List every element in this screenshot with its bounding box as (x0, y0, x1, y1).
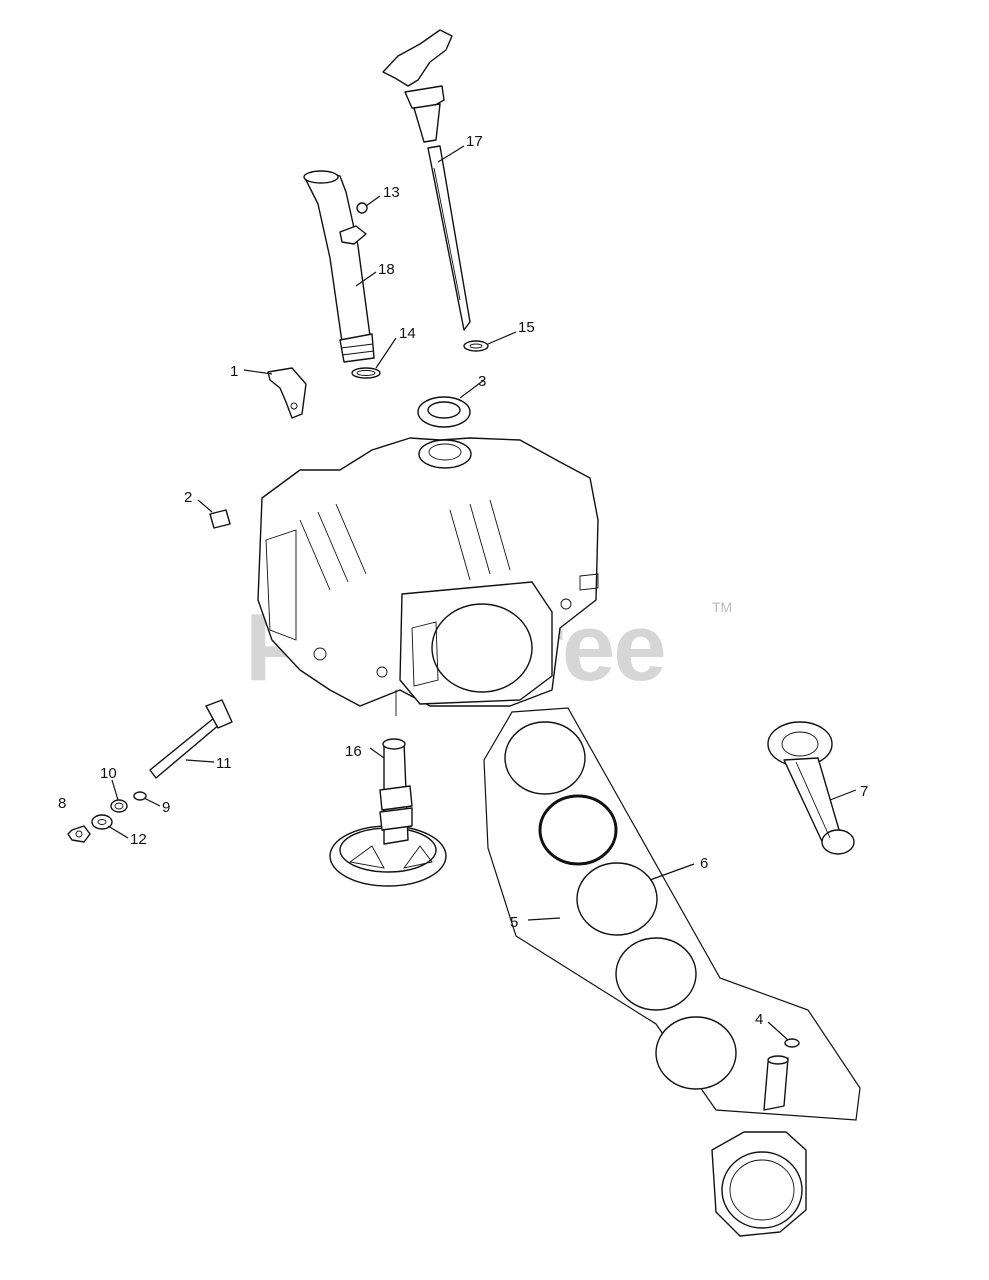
callout-10[interactable]: 10 (100, 765, 117, 782)
callout-4[interactable]: 4 (755, 1011, 763, 1028)
dowel-2[interactable] (209, 509, 231, 529)
callout-2[interactable]: 2 (184, 489, 192, 506)
callout-5[interactable]: 5 (510, 914, 518, 931)
washer-9[interactable] (133, 791, 147, 801)
callout-17[interactable]: 17 (466, 133, 483, 150)
callout-labels: 1 2 3 4 5 6 7 8 9 10 11 12 13 14 15 16 1… (58, 133, 868, 1028)
dipstick[interactable] (382, 29, 471, 331)
bracket-1[interactable] (267, 367, 307, 419)
callout-1[interactable]: 1 (230, 363, 238, 380)
seal-10[interactable] (110, 799, 128, 813)
washer-12[interactable] (91, 814, 113, 830)
callout-3[interactable]: 3 (478, 373, 486, 390)
oil-seal-3[interactable] (417, 396, 471, 428)
watermark-tm: TM (712, 599, 732, 615)
callout-11[interactable]: 11 (216, 755, 232, 772)
callout-12[interactable]: 12 (130, 831, 147, 848)
callout-14[interactable]: 14 (399, 325, 416, 342)
oil-fill-tube[interactable] (303, 170, 375, 363)
connecting-rod-7[interactable] (767, 721, 855, 855)
callout-15[interactable]: 15 (518, 319, 535, 336)
callout-16[interactable]: 16 (345, 743, 362, 760)
washer-15[interactable] (463, 340, 489, 352)
clip-13[interactable] (356, 202, 368, 214)
piston-pin-clip-4[interactable] (784, 1038, 800, 1048)
piston-pin[interactable] (763, 1055, 789, 1111)
crankcase-block[interactable] (257, 437, 599, 716)
callout-6[interactable]: 6 (700, 855, 708, 872)
leader-lines (107, 145, 857, 1041)
callout-18[interactable]: 18 (378, 261, 395, 278)
piston[interactable] (711, 1131, 807, 1237)
callout-9[interactable]: 9 (162, 799, 170, 816)
governor-shaft-11[interactable] (149, 699, 233, 779)
nut-8[interactable] (67, 825, 91, 843)
piston-ring-kit[interactable] (483, 707, 861, 1121)
callout-13[interactable]: 13 (383, 184, 400, 201)
o-ring-14[interactable] (351, 367, 381, 379)
callout-7[interactable]: 7 (860, 783, 868, 800)
camshaft-16[interactable] (329, 738, 447, 887)
callout-8[interactable]: 8 (58, 795, 66, 812)
